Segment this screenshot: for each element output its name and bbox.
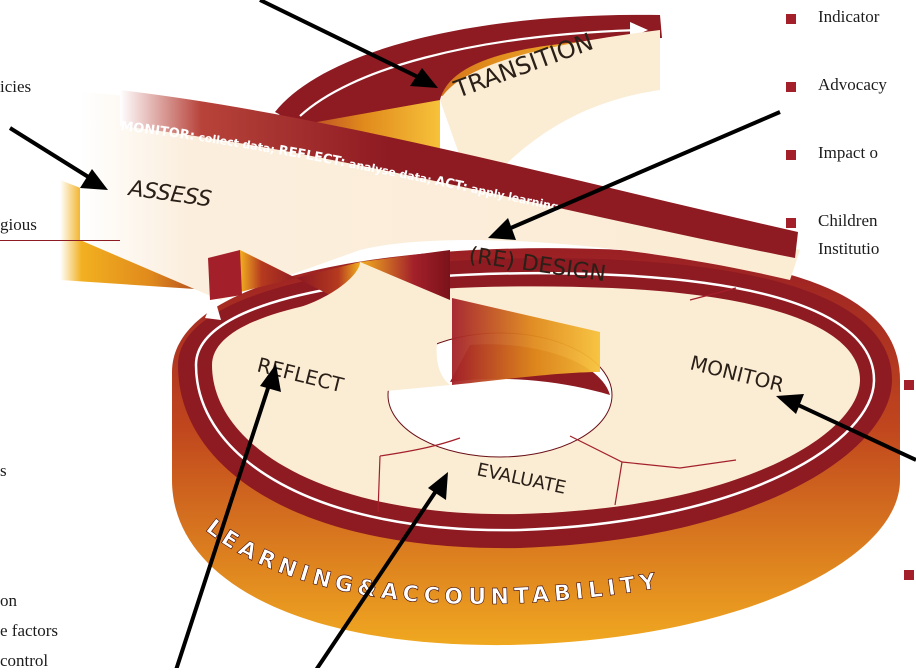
arrow-transition-icon xyxy=(410,68,438,88)
bullet-icon xyxy=(786,150,796,160)
right-text-children: Children xyxy=(818,211,878,230)
arrow-evaluate-icon xyxy=(428,472,448,500)
left-text-on: on xyxy=(0,591,17,610)
band-act-key: ACT: xyxy=(434,174,469,195)
redesign-wall xyxy=(208,250,600,385)
bullet-icon xyxy=(786,14,796,24)
left-text-s: s xyxy=(0,461,7,480)
left-rule xyxy=(0,240,120,241)
left-text-factors: e factors xyxy=(0,621,59,640)
pointer-arrows xyxy=(8,0,916,668)
right-text-institutions: Institutio xyxy=(818,239,880,258)
arrow-reflect-icon xyxy=(260,364,281,392)
right-text-indicators: Indicator xyxy=(818,7,880,26)
bullet-icon xyxy=(904,570,914,580)
bullet-icon xyxy=(786,218,796,228)
left-text-religious: gious xyxy=(0,215,37,234)
right-text-advocacy: Advocacy xyxy=(818,75,887,94)
stage-dividers xyxy=(377,287,737,513)
arrow-assess-icon xyxy=(80,169,108,190)
left-text-control: control xyxy=(0,651,49,670)
bullet-icon xyxy=(904,380,914,390)
left-text-policies: icies xyxy=(0,77,32,96)
ring-arrow-icon xyxy=(205,296,221,320)
bullet-icon xyxy=(786,82,796,92)
right-text-impact: Impact o xyxy=(818,143,878,162)
arrow-redesign-icon xyxy=(488,218,516,240)
arrow-monitor-icon xyxy=(776,394,804,414)
assess-path xyxy=(60,90,800,400)
